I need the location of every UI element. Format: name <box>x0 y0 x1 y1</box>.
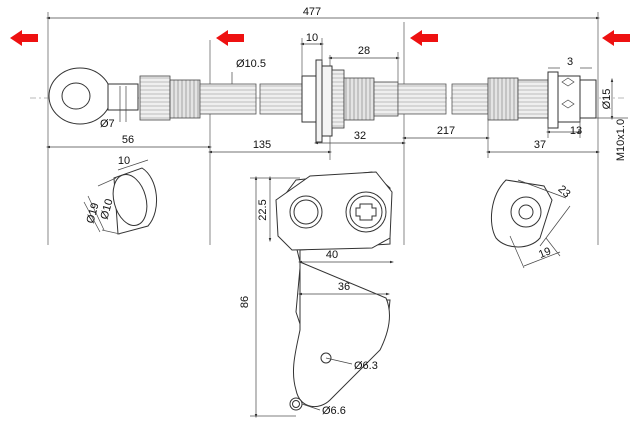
banjo-eye <box>48 67 139 125</box>
eye-detail-view <box>83 159 158 235</box>
dim-eye-to-fitting: 56 <box>122 134 134 146</box>
dim-thread: M10x1.0 <box>615 119 627 161</box>
thread-dim: M10x1.0 <box>596 117 628 161</box>
cut-marker-1 <box>10 30 38 46</box>
end-fitting <box>487 71 597 129</box>
bracket-holes-dim: 40 <box>297 249 395 264</box>
eye-to-fitting-dim: 56 <box>45 134 213 149</box>
overall-dimension: 477 <box>45 6 601 20</box>
bracket-height-dim: 22.5 <box>250 175 300 243</box>
bracket-width-dim: 10 <box>299 32 325 76</box>
dim-fitting-dia: Ø15 <box>601 89 613 110</box>
mid-fitting <box>301 59 399 143</box>
dim-bracket-holes: 40 <box>326 249 338 261</box>
dim-hole-small: Ø6.3 <box>354 360 378 372</box>
dim-hose-dia: Ø10.5 <box>236 58 266 70</box>
dim-bracket-total: 86 <box>239 296 251 308</box>
fitting-span-dim: 28 <box>327 45 401 82</box>
cut-marker-4 <box>602 30 630 46</box>
rear-span-dim: 217 <box>401 125 491 140</box>
hole-bottom-callout: Ø6.6 <box>301 403 346 417</box>
dim-hole-bottom: Ø6.6 <box>322 405 346 417</box>
dim-bracket-lower: 36 <box>338 281 350 293</box>
dim-overall: 477 <box>303 6 321 18</box>
dim-eye-od: Ø19 <box>85 202 102 225</box>
mid-span-dim: 135 <box>207 139 333 154</box>
bracket-span-dim: 32 <box>313 130 407 145</box>
dim-bracket-height: 22.5 <box>257 199 269 220</box>
fitting-dia-dim: Ø15 <box>601 77 614 121</box>
dim-end-length: 13 <box>570 125 582 137</box>
dim-hex-side: 19 <box>537 245 553 261</box>
dim-mid-span: 135 <box>253 139 271 151</box>
end-width-dim: 3 <box>548 56 592 69</box>
hose-segment-3 <box>397 83 447 115</box>
dim-hex-across: 23 <box>555 183 572 200</box>
dim-bracket-width: 10 <box>306 32 318 44</box>
dim-bracket-span: 32 <box>354 130 366 142</box>
hose-segment-2 <box>259 83 303 115</box>
bracket-lower-dim: 36 <box>297 281 391 296</box>
dim-fitting-span: 28 <box>358 45 370 57</box>
ferrule-1 <box>139 75 201 121</box>
cut-marker-3 <box>410 30 438 46</box>
dim-eye-hole: Ø7 <box>100 118 115 130</box>
hex-end-view <box>490 179 571 269</box>
dim-end-span: 37 <box>534 139 546 151</box>
end-length-dim: 13 <box>545 120 582 138</box>
dim-end-width: 3 <box>567 56 573 68</box>
dim-eye-width: 10 <box>118 155 130 167</box>
end-span-dim: 37 <box>485 118 601 158</box>
hose-segment-4 <box>451 83 489 115</box>
dim-rear-span: 217 <box>437 125 455 137</box>
bracket-total-dim: 86 <box>239 175 296 419</box>
hole-small-callout: Ø6.3 <box>325 357 378 372</box>
hose-segment-1 <box>199 83 257 115</box>
bracket-detail-view <box>275 171 393 411</box>
cut-marker-2 <box>216 30 244 46</box>
dim-eye-id: Ø10 <box>99 198 116 221</box>
